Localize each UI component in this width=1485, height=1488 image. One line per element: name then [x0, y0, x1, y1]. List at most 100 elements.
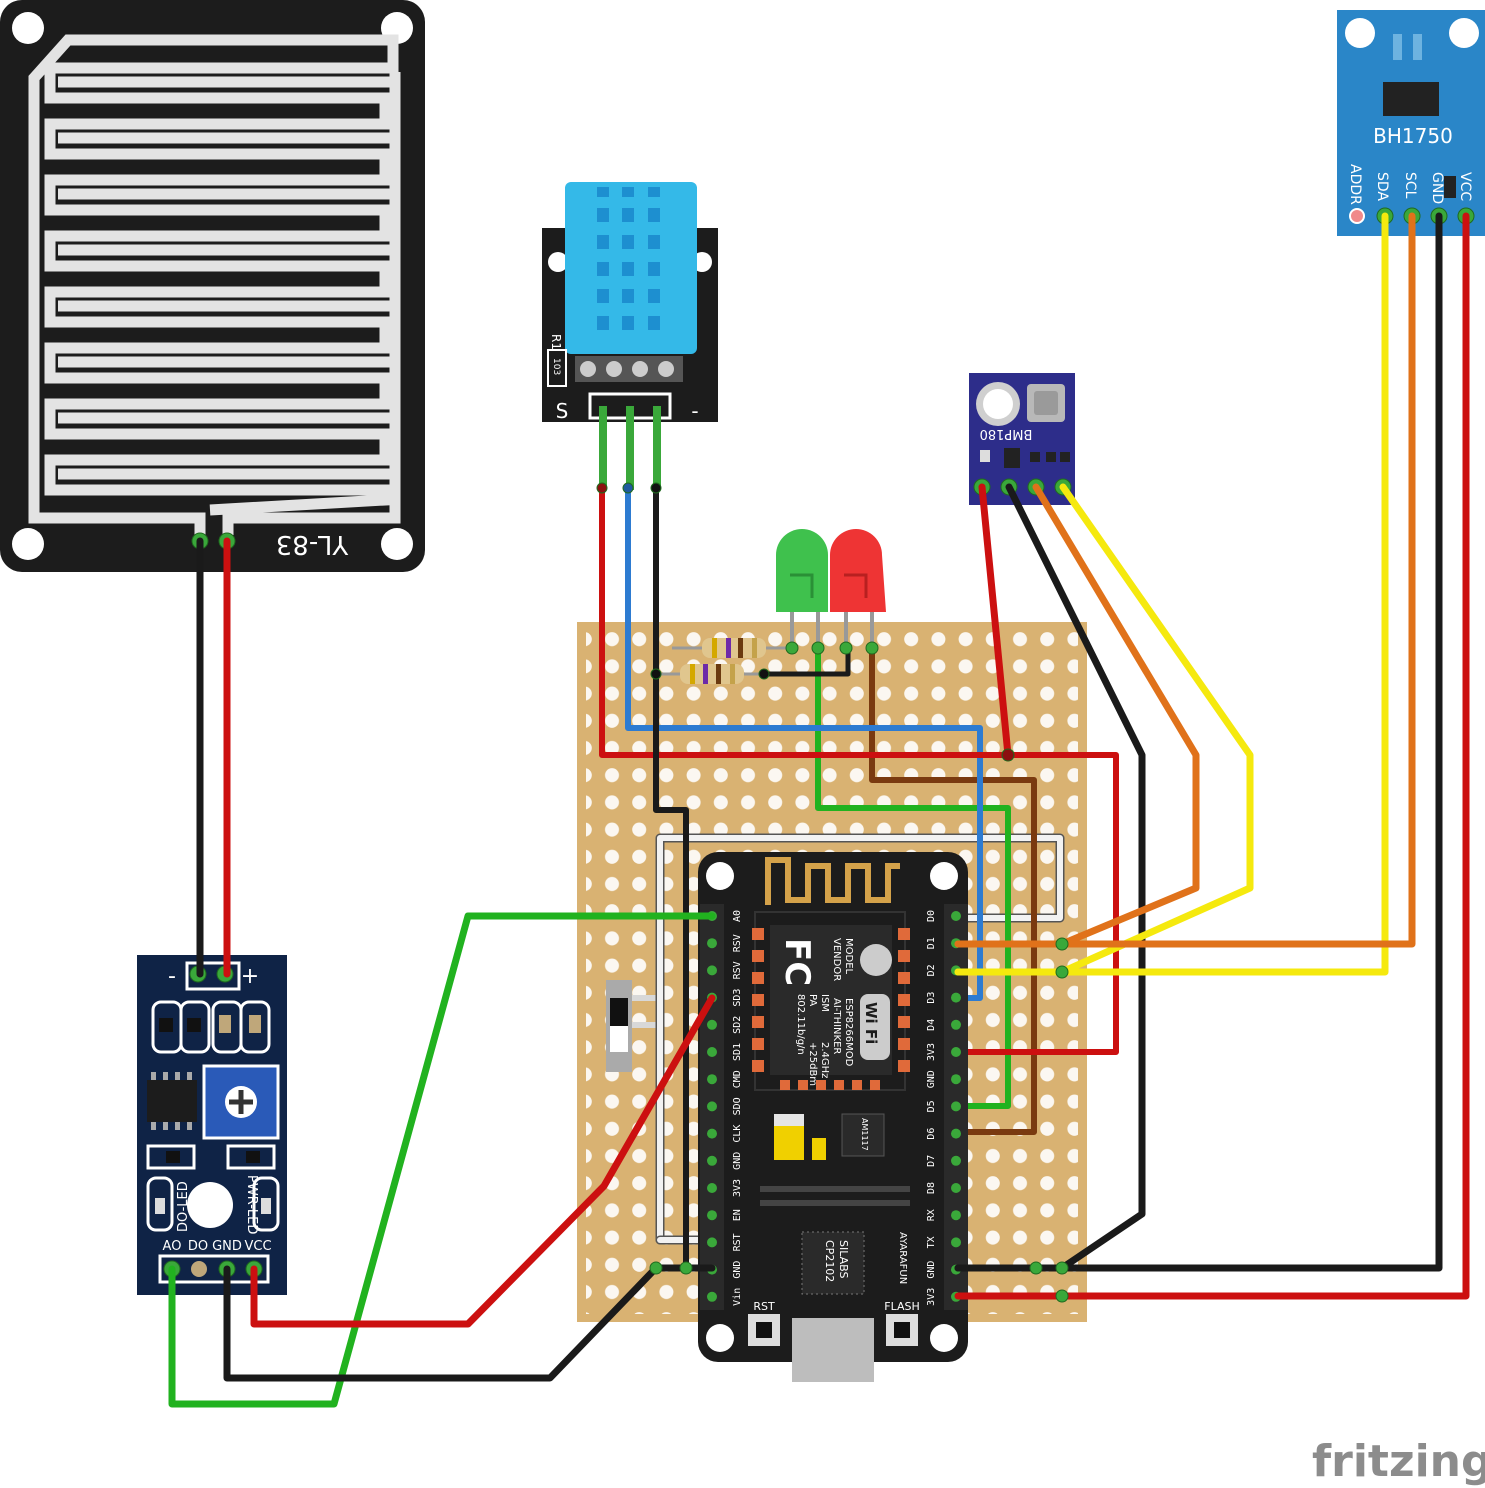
chip-label-0: SILABS	[837, 1240, 850, 1278]
board-wires	[599, 485, 1119, 1271]
rain-plate-label: YL-83	[276, 529, 349, 559]
wire-bmp-red	[978, 483, 1012, 759]
left-header-pin-10	[707, 1183, 717, 1193]
wire-bh-vcc	[954, 212, 1470, 1300]
wire-bh-scl	[954, 212, 1416, 948]
left-header	[707, 911, 717, 1302]
left-header-pin-1	[707, 938, 717, 949]
left-pin-label: RST	[732, 1233, 743, 1251]
bh1750-module: BH1750 ADDR SDA SCL GND VCC	[1337, 10, 1485, 236]
chip-label-1: CP2102	[823, 1240, 836, 1282]
pwr-led-label: PWR-LED	[244, 1175, 259, 1234]
left-pin-label: CLK	[732, 1125, 743, 1143]
esp-value-line-3: +25dBm	[807, 1042, 818, 1086]
right-pin-label: D8	[926, 1182, 937, 1194]
left-header-pin-4	[707, 1019, 717, 1030]
left-header-pin-5	[707, 1047, 717, 1057]
right-header	[951, 911, 961, 1302]
sensor-trace-left	[28, 34, 399, 535]
flash-label: FLASH	[884, 1300, 920, 1313]
bh-pin-vcc: VCC	[1457, 172, 1473, 201]
nodemcu-board: FC MODEL VENDOR ISM PA 802.11b/g/n ESP82…	[698, 852, 968, 1382]
fritzing-watermark: fritzing	[1312, 1436, 1485, 1487]
left-pin-label: CMD	[732, 1070, 743, 1088]
left-header-pin-12	[707, 1237, 717, 1248]
dht-resistor-label: R1	[549, 334, 563, 350]
left-pin-label: GND	[732, 1261, 743, 1279]
pin-do-label: DO	[188, 1239, 208, 1254]
wire-module-green	[168, 912, 716, 1408]
left-header-pin-8	[707, 1128, 717, 1139]
esp-value-line-1: AI-THINKER	[831, 998, 842, 1054]
espressif-logo	[860, 944, 892, 976]
right-header-pin-6	[951, 1074, 961, 1085]
pin-vcc-label: VCC	[244, 1239, 271, 1254]
left-header-pin-2	[707, 965, 717, 976]
bh-label: BH1750	[1373, 124, 1453, 148]
left-pin-label: GND	[732, 1152, 743, 1170]
right-header-pin-8	[951, 1128, 961, 1139]
left-pin-label: SD3	[732, 989, 743, 1007]
right-header-pin-4	[951, 1019, 961, 1030]
right-header-pin-12	[951, 1237, 961, 1248]
fcc-logo: FC	[777, 938, 817, 986]
bh-pin-addr: ADDR	[1347, 164, 1363, 205]
esp-value-line-0: ESP8266MOD	[843, 998, 854, 1067]
bh-pin-gnd: GND	[1429, 172, 1445, 204]
wire-bh-sda	[954, 212, 1389, 976]
regulator-label: AM1117	[860, 1118, 869, 1151]
right-pin-label: D1	[926, 937, 937, 949]
left-pin-label: RSV	[732, 961, 743, 979]
rain-sensor-module: - +	[137, 955, 287, 1295]
esp-model-line-0: MODEL	[843, 938, 854, 975]
right-pin-label: RX	[926, 1209, 937, 1221]
left-pin-label: Vin	[732, 1288, 743, 1306]
wire-joints	[596, 482, 1069, 1303]
right-pin-label: D3	[926, 992, 937, 1004]
right-pin-label: D6	[926, 1128, 937, 1140]
brand-label: AYARAFUN	[897, 1232, 908, 1284]
left-pin-label: SD1	[732, 1043, 743, 1061]
wifi-label: Wi Fi	[862, 1002, 880, 1044]
left-pin-label: SDO	[732, 1097, 743, 1115]
esp-model-line-2: ISM	[819, 994, 830, 1012]
sensor-trace-right	[222, 72, 401, 535]
right-pin-label: D5	[926, 1100, 937, 1112]
dht-resistor-code: 103	[551, 358, 561, 375]
right-header-pin-11	[951, 1210, 961, 1221]
module-minus: -	[168, 964, 176, 989]
pin-ao-label: AO	[163, 1239, 182, 1254]
wire-module-black	[223, 1264, 716, 1382]
esp-model-line-1: VENDOR	[831, 938, 842, 981]
dht11-module: R1 103 S -	[542, 182, 718, 490]
left-pin-label: EN	[732, 1209, 743, 1221]
left-pin-label: RSV	[732, 934, 743, 952]
left-header-pin-7	[707, 1101, 717, 1112]
left-pin-label: 3V3	[732, 1179, 743, 1197]
right-pin-label: D2	[926, 964, 937, 976]
esp-model-line-4: 802.11b/g/n	[795, 994, 806, 1055]
right-header-pin-9	[951, 1155, 961, 1166]
esp-value-line-2: 2.4GHz	[819, 1042, 830, 1078]
usb-port	[792, 1318, 874, 1382]
rst-label: RST	[753, 1300, 775, 1313]
right-header-pin-7	[951, 1101, 961, 1112]
right-pin-label: D4	[926, 1019, 937, 1031]
left-pin-label: SD2	[732, 1016, 743, 1034]
pin-gnd-label: GND	[212, 1239, 242, 1254]
left-header-pin-14	[707, 1291, 717, 1302]
right-pin-label: 3V3	[926, 1288, 937, 1306]
external-wires	[168, 212, 1470, 1408]
left-header-pin-9	[707, 1155, 717, 1166]
wire-bh-gnd	[954, 212, 1443, 1272]
left-pin-label: A0	[732, 910, 743, 922]
module-plus: +	[241, 964, 259, 989]
right-pin-label: D0	[926, 910, 937, 922]
right-header-pin-3	[951, 992, 961, 1003]
slide-switch	[606, 980, 660, 1072]
dht-pin-s: S	[556, 399, 569, 423]
dht-pin-minus: -	[691, 399, 698, 423]
potentiometer	[202, 1064, 280, 1140]
right-pin-label: 3V3	[926, 1043, 937, 1061]
bh-pin-sda: SDA	[1374, 172, 1390, 201]
